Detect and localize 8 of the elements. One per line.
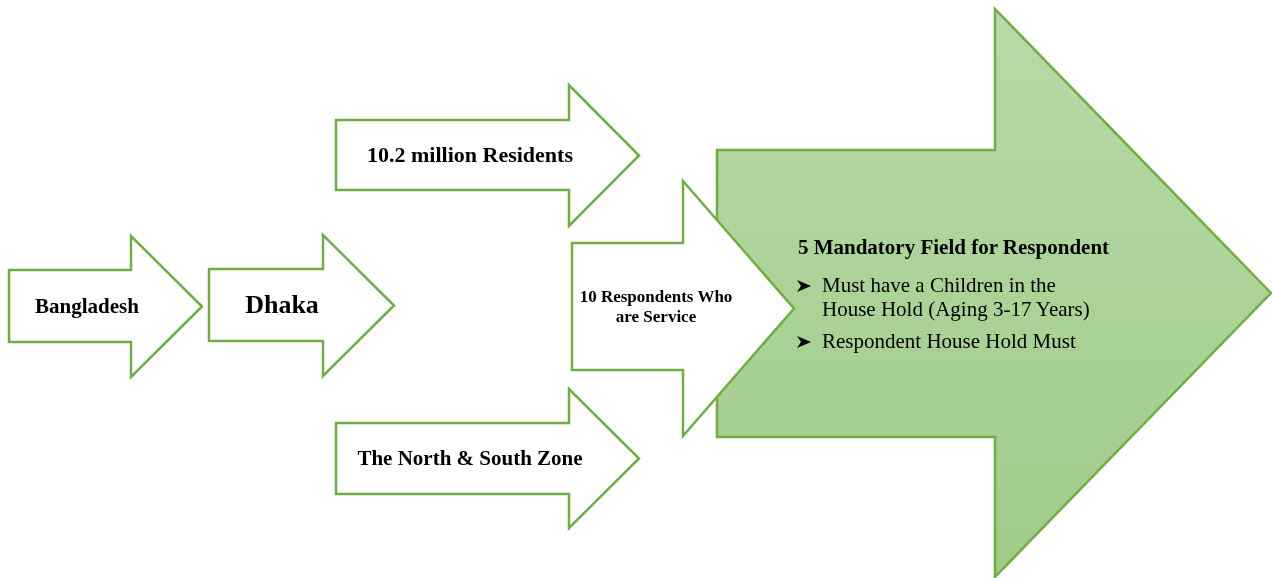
arrow-heading: 5 Mandatory Field for Respondent <box>797 234 1110 259</box>
arrow-label: 10 Respondents Who are Service <box>578 286 734 327</box>
arrow-label: 10.2 million Residents <box>367 142 573 168</box>
arrow-label: Dhaka <box>245 290 319 320</box>
bullet-text: Must have a Children in the House Hold (Aging 3-17 Years) <box>822 272 1091 322</box>
arrow-label: Bangladesh <box>35 293 139 319</box>
arrow-label: The North & South Zone <box>357 446 583 471</box>
bullet-text: Respondent House Hold Must <box>822 329 1076 354</box>
